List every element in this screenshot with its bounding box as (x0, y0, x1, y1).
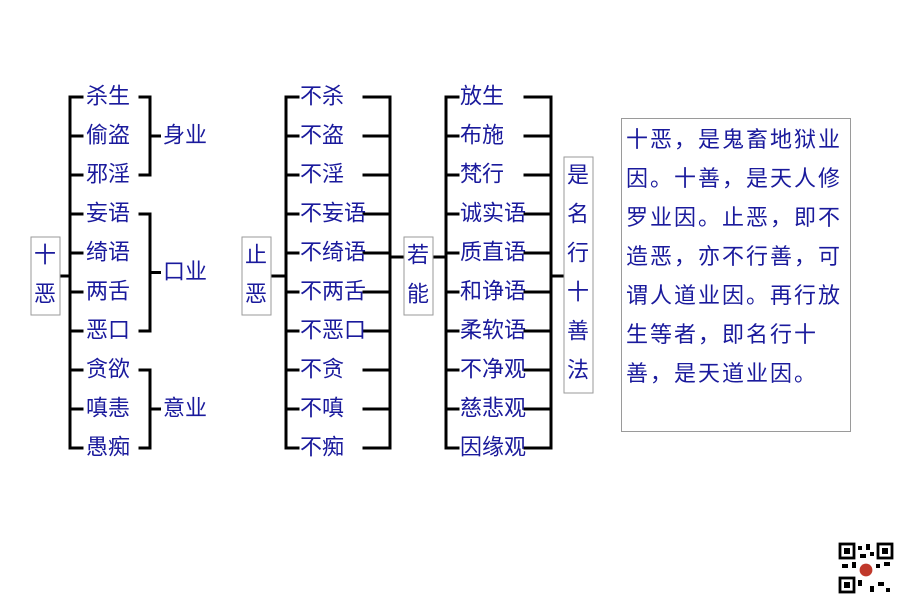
karma-group-bracket (138, 368, 152, 450)
evil-item: 偷盗 (86, 124, 130, 149)
conclusion-label-box (563, 156, 594, 394)
karma-group-label: 意业 (163, 397, 207, 422)
stop-evil-bracket-right (362, 95, 392, 450)
abstain-item: 不痴 (300, 436, 344, 461)
ten-evils-label-box (30, 236, 61, 316)
practice-item: 放生 (460, 85, 504, 110)
evil-item: 两舌 (86, 280, 130, 305)
practice-item: 布施 (460, 124, 504, 149)
abstain-item: 不妄语 (300, 202, 366, 227)
conclusion-label: 是名行十善法 (567, 164, 589, 384)
evil-item: 恶口 (86, 319, 130, 344)
karma-group-label: 身业 (163, 124, 207, 149)
qr-code-icon (838, 542, 894, 594)
evil-item: 嗔恚 (86, 397, 130, 422)
practice-item: 慈悲观 (460, 397, 526, 422)
stop-evil-bracket-left (284, 95, 300, 450)
evil-item: 杀生 (86, 85, 130, 110)
practice-bracket-right (523, 95, 553, 450)
evil-item: 绮语 (86, 241, 130, 266)
practice-item: 不净观 (460, 358, 526, 383)
abstain-item: 不恶口 (300, 319, 366, 344)
evil-item: 妄语 (86, 202, 130, 227)
abstain-item: 不盗 (300, 124, 344, 149)
abstain-item: 不绮语 (300, 241, 366, 266)
ten-evils-bracket (68, 95, 84, 450)
ten-evils-label: 十恶 (34, 244, 56, 308)
abstain-item: 不杀 (300, 85, 344, 110)
karma-group-bracket (138, 212, 152, 333)
practice-item: 质直语 (460, 241, 526, 266)
karma-group-label: 口业 (163, 260, 207, 285)
abstain-item: 不淫 (300, 163, 344, 188)
practice-item: 诚实语 (460, 202, 526, 227)
evil-item: 愚痴 (86, 436, 130, 461)
practice-bracket-left (444, 95, 460, 450)
practice-item: 梵行 (460, 163, 504, 188)
evil-item: 邪淫 (86, 163, 130, 188)
abstain-item: 不嗔 (300, 397, 344, 422)
karma-group-bracket (138, 95, 152, 177)
explanation-note: 十恶，是鬼畜地狱业因。十善，是天人修罗业因。止恶，即不造恶，亦不行善，可谓人道业… (621, 118, 851, 432)
abstain-item: 不两舌 (300, 280, 366, 305)
stop-evil-label-box (241, 236, 272, 316)
if-able-label-box (403, 236, 434, 316)
evil-item: 贪欲 (86, 358, 130, 383)
practice-item: 柔软语 (460, 319, 526, 344)
practice-item: 和诤语 (460, 280, 526, 305)
abstain-item: 不贪 (300, 358, 344, 383)
stop-evil-label: 止恶 (245, 244, 267, 308)
if-able-label: 若能 (407, 244, 429, 308)
practice-item: 因缘观 (460, 436, 526, 461)
